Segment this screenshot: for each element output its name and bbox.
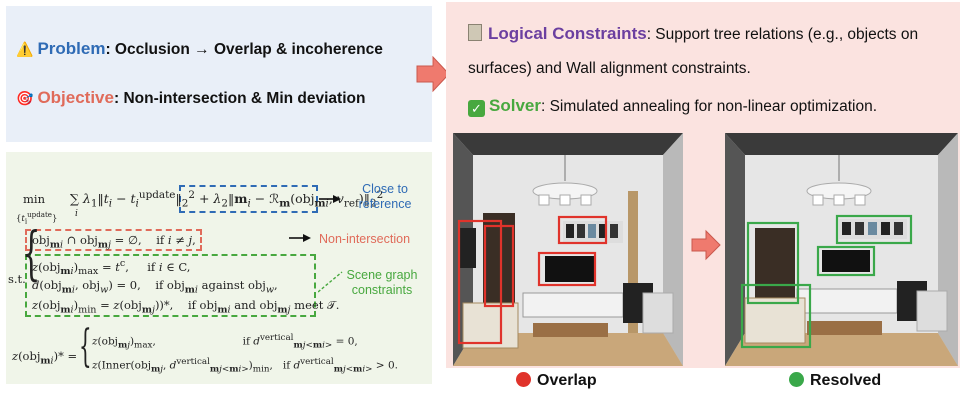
constraint-brace: { bbox=[22, 219, 41, 287]
logical-keyword: Logical Constraints bbox=[488, 24, 647, 43]
overlap-caption-text: Overlap bbox=[537, 372, 597, 389]
target-icon: 🎯 bbox=[16, 90, 34, 106]
objective-keyword: Objective bbox=[37, 88, 114, 107]
problem-text: : Occlusion → Overlap & incoherence bbox=[105, 41, 383, 58]
problem-panel: ⚠️Problem: Occlusion → Overlap & incoher… bbox=[6, 6, 432, 142]
clipboard-icon bbox=[468, 24, 482, 41]
solver-text: : Simulated annealing for non-linear opt… bbox=[540, 98, 878, 115]
red-dot-icon bbox=[516, 372, 531, 387]
constraint-max-height: z(objmi)max = tc, if i ∈ C, bbox=[32, 258, 191, 278]
z-star-case1: z(objmj)max, if dverticalmj<mi> = 0, bbox=[92, 333, 358, 351]
objective-min: min bbox=[23, 192, 45, 206]
z-star-definition: z(objmi)* = bbox=[12, 349, 78, 367]
solver-keyword: Solver bbox=[489, 96, 541, 115]
check-icon: ✓ bbox=[468, 100, 485, 117]
resolved-caption: Resolved bbox=[789, 372, 881, 390]
arrow-to-close bbox=[319, 195, 341, 203]
objective-line: 🎯Objective: Non-intersection & Min devia… bbox=[16, 88, 365, 108]
logical-line-1: Logical Constraints: Support tree relati… bbox=[468, 24, 918, 44]
resolved-scene-image bbox=[725, 133, 958, 366]
formula-panel: min {tiupdate} ∑ λ1‖ti − tiupdate‖22 + λ… bbox=[6, 152, 432, 384]
green-dot-icon bbox=[789, 372, 804, 387]
z-star-case2: z(Inner(objmj, dverticalmj<mi>)min, if d… bbox=[92, 357, 398, 375]
arrow-to-scene-graph bbox=[318, 271, 343, 293]
method-panel: Logical Constraints: Support tree relati… bbox=[446, 2, 960, 368]
resolved-caption-text: Resolved bbox=[810, 372, 882, 389]
objective-sum-index: i bbox=[75, 209, 78, 219]
scene-graph-box bbox=[25, 254, 316, 317]
objective-sum-term: ∑ λ1‖ti − tiupdate‖22 + λ2‖mi − ℛm(objmi… bbox=[70, 189, 384, 210]
transition-arrow-icon bbox=[691, 229, 721, 261]
overlap-caption: Overlap bbox=[516, 372, 597, 390]
close-to-reference-box bbox=[179, 185, 318, 213]
constraint-non-intersection: objmi ∩ objmj = ∅, if i ≠ j, bbox=[32, 233, 196, 251]
logical-text-1: : Support tree relations (e.g., objects … bbox=[646, 26, 919, 43]
constraint-wall: d(objmi, objw) = 0, if objmi against obj… bbox=[32, 278, 278, 296]
problem-line: ⚠️Problem: Occlusion → Overlap & incoher… bbox=[16, 39, 383, 59]
objective-min-subscript: {tiupdate} bbox=[16, 210, 58, 226]
objective-text: : Non-intersection & Min deviation bbox=[113, 90, 366, 107]
solver-line: ✓Solver: Simulated annealing for non-lin… bbox=[468, 96, 877, 117]
z-star-brace: { bbox=[79, 321, 92, 372]
constraint-support: z(objmi)min = z(objmj))*, if objmi and o… bbox=[32, 298, 340, 316]
right-arrow-icon bbox=[416, 55, 450, 93]
non-intersection-box bbox=[25, 229, 202, 251]
problem-keyword: Problem bbox=[37, 39, 106, 58]
arrow-to-non-intersection bbox=[289, 234, 311, 242]
non-intersection-label: Non-intersection bbox=[319, 232, 411, 246]
st-label: s.t. bbox=[8, 272, 26, 286]
warning-icon: ⚠️ bbox=[16, 41, 34, 57]
scene-graph-label: Scene graph constraints bbox=[346, 268, 418, 297]
logical-line-2: surfaces) and Wall alignment constraints… bbox=[468, 60, 751, 77]
close-to-reference-label: Close to reference bbox=[358, 182, 412, 211]
overlap-scene-image bbox=[453, 133, 683, 366]
